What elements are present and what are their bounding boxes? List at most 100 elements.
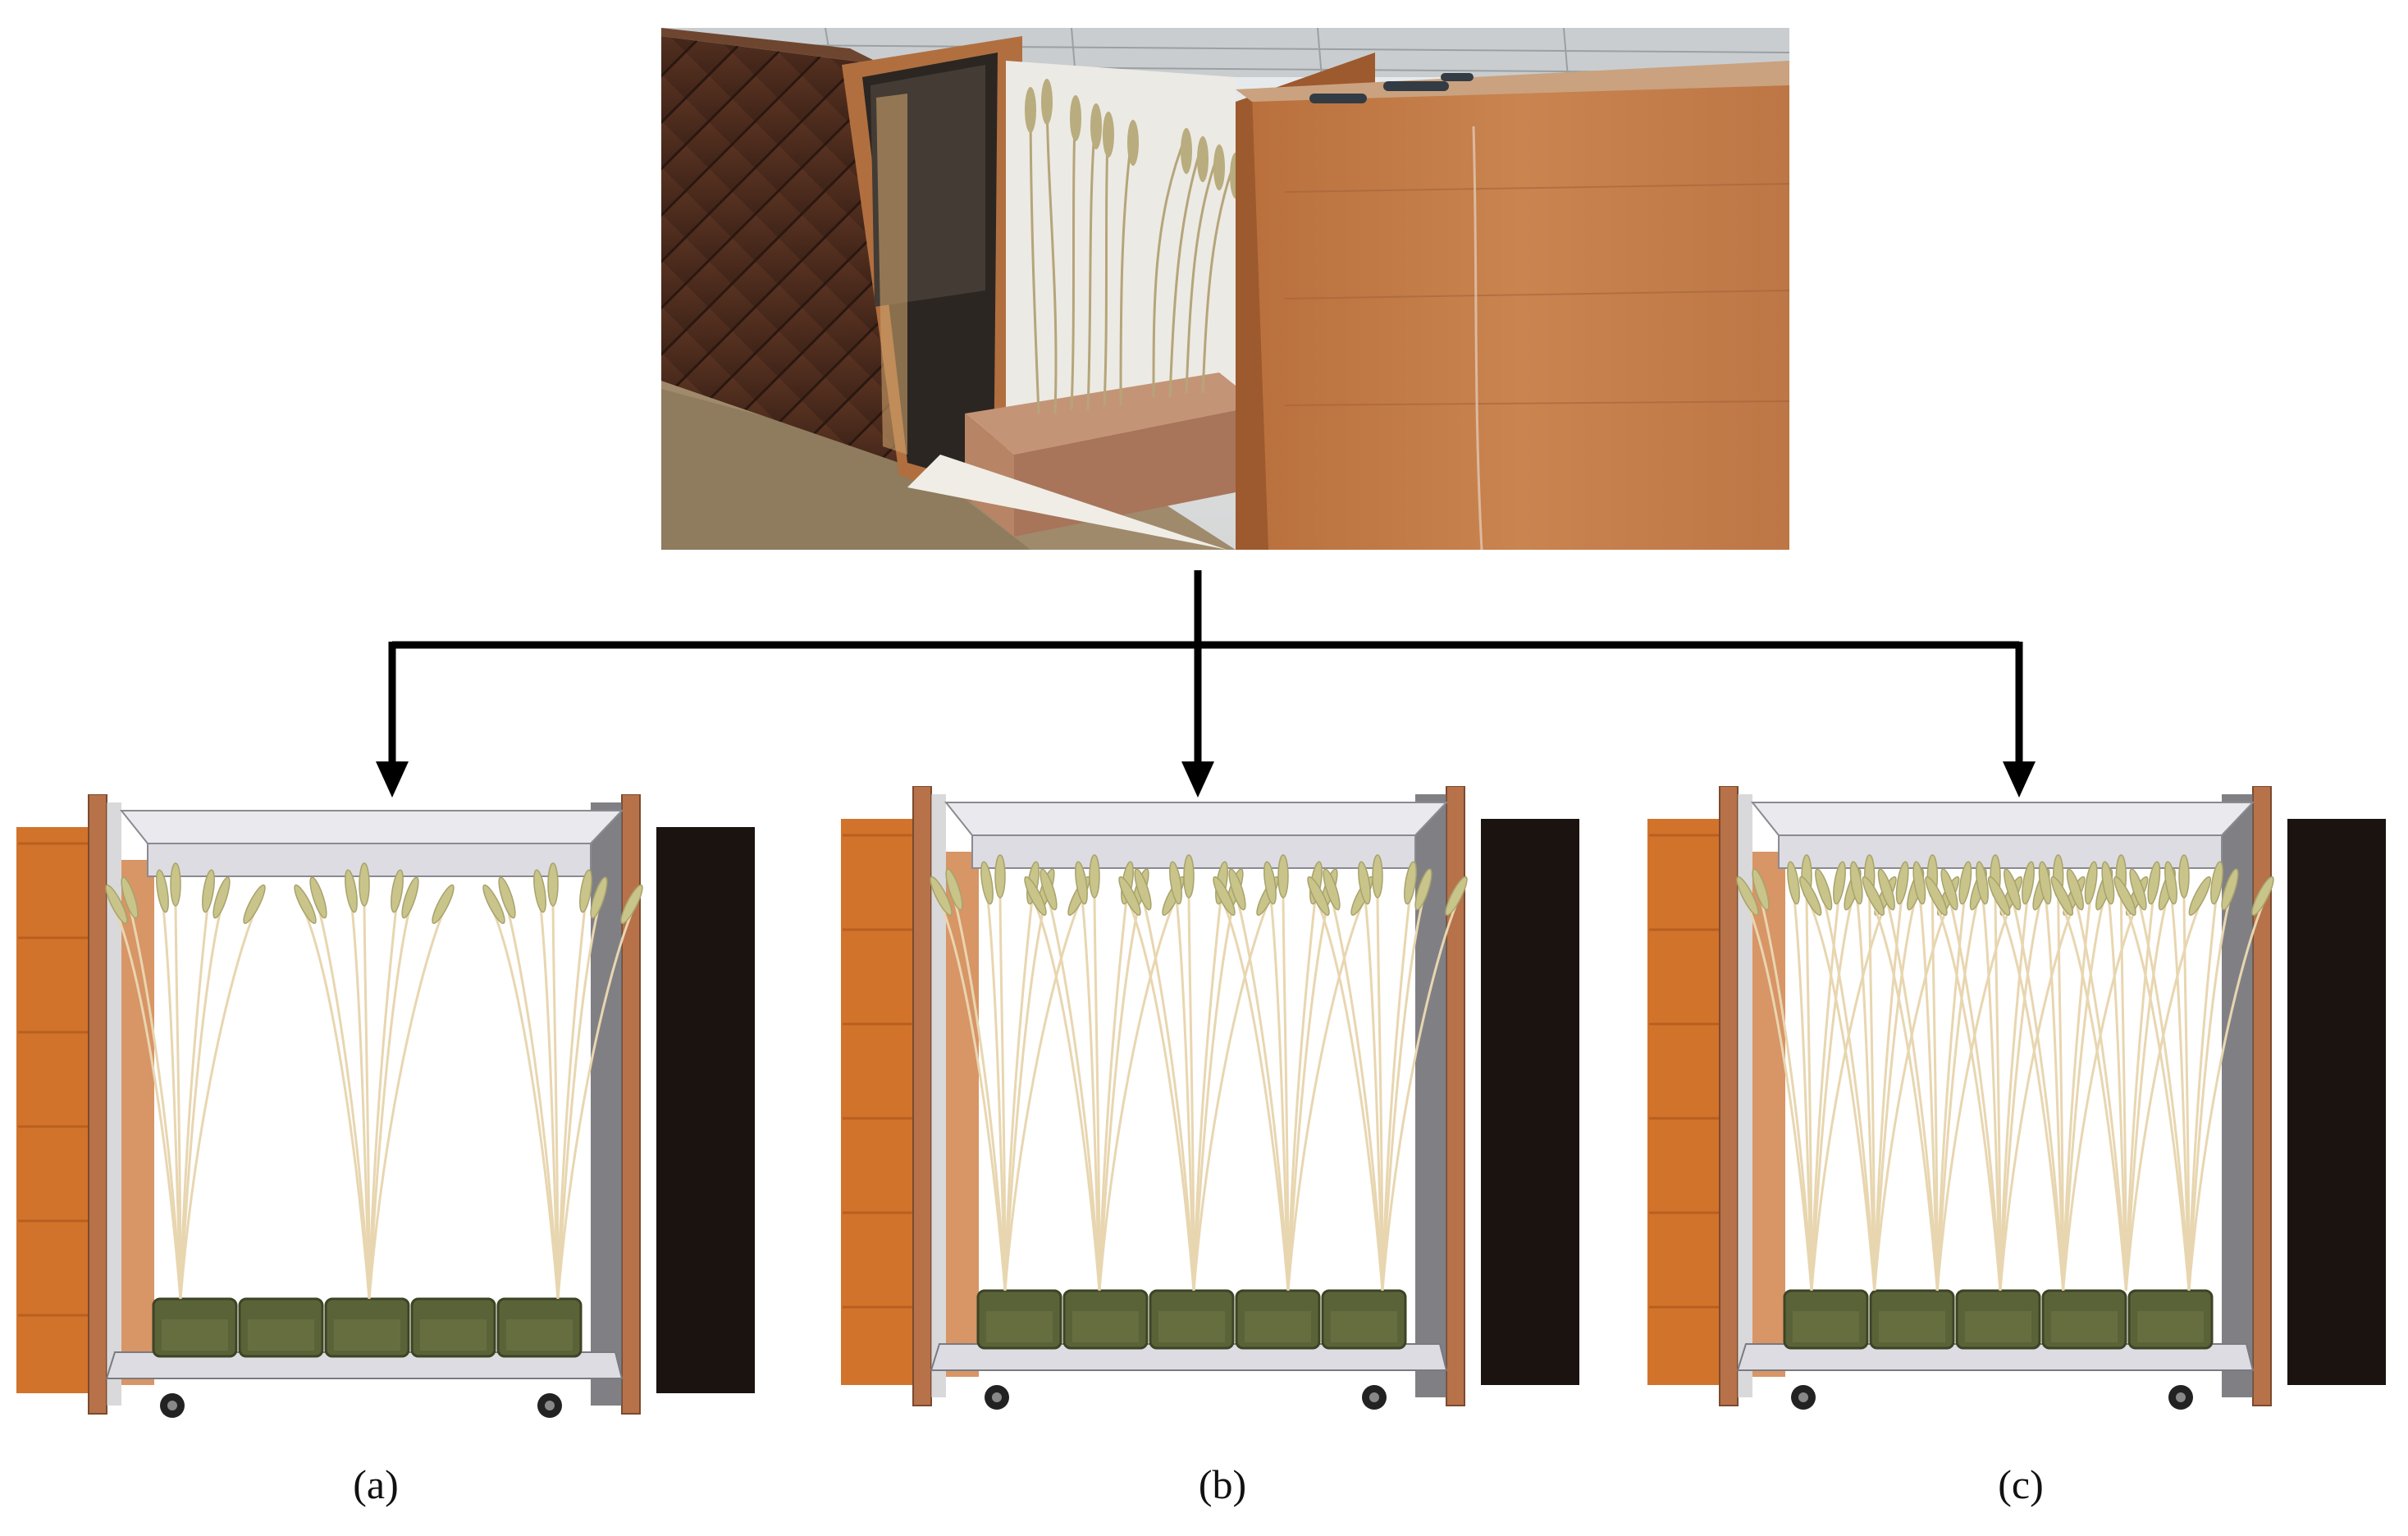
wheat-stem bbox=[2057, 884, 2065, 1291]
soil-block-face bbox=[986, 1311, 1053, 1342]
soil-block-face bbox=[1245, 1311, 1311, 1342]
wheat-stem bbox=[1098, 890, 1129, 1291]
wheat-stem bbox=[1805, 884, 1813, 1291]
wheat-stem bbox=[1746, 903, 1813, 1291]
wheat-spike bbox=[2022, 861, 2035, 905]
right-dark-panel bbox=[656, 827, 755, 1393]
wheat-spike bbox=[401, 876, 419, 919]
wheat-spike bbox=[620, 884, 643, 925]
wheat-stem bbox=[2187, 890, 2218, 1291]
wheat-stem bbox=[1282, 884, 1290, 1291]
wheat-stem bbox=[2187, 897, 2232, 1291]
wheat-spike bbox=[1798, 875, 1822, 917]
wheat-spike bbox=[1736, 875, 1759, 917]
wheat-spike bbox=[1414, 868, 1432, 911]
wheat-stem bbox=[1317, 903, 1384, 1291]
soil-block-face bbox=[1965, 1311, 2031, 1342]
wheat-spike bbox=[1925, 875, 1948, 917]
wheat-stem bbox=[1047, 897, 1101, 1291]
soil-block-face bbox=[420, 1319, 487, 1351]
wheat-spike bbox=[1089, 854, 1100, 898]
wheat-stem bbox=[1192, 897, 1236, 1291]
wheat-stem bbox=[1187, 884, 1195, 1291]
wheat-spike bbox=[1787, 861, 1800, 905]
wheat-spike bbox=[2129, 868, 2147, 911]
wheat-spike bbox=[547, 862, 559, 907]
wheat-spike bbox=[2050, 875, 2074, 917]
wheat-stem bbox=[1098, 903, 1175, 1291]
chamber-render-a bbox=[16, 794, 755, 1418]
wheat-stem bbox=[2062, 897, 2106, 1291]
wheat-spike bbox=[1358, 861, 1371, 905]
wheat-spike bbox=[1134, 868, 1152, 911]
top-glass bbox=[944, 802, 1449, 836]
wheat-spike bbox=[1752, 868, 1770, 911]
right-dark-panel bbox=[2287, 819, 2386, 1385]
wheat-spike bbox=[1169, 861, 1182, 905]
wheat-stem bbox=[350, 898, 371, 1300]
left-wood-board bbox=[16, 827, 90, 1393]
chamber-render-b bbox=[841, 786, 1579, 1410]
wheat-stem bbox=[1948, 897, 2002, 1291]
wheat-stem bbox=[1286, 903, 1364, 1291]
wheat-spike bbox=[1213, 875, 1236, 917]
wheat-stem bbox=[2124, 890, 2155, 1291]
wheat-stem bbox=[1855, 890, 1876, 1291]
wheat-stem bbox=[368, 912, 445, 1300]
wheat-stem bbox=[363, 892, 371, 1300]
wheat-spike bbox=[2221, 868, 2239, 911]
wheat-stem bbox=[2187, 903, 2264, 1291]
wheat-stem bbox=[1998, 903, 2065, 1291]
wheat-spike bbox=[309, 876, 327, 919]
wheat-stem bbox=[1141, 897, 1195, 1291]
soil-block-face bbox=[334, 1319, 400, 1351]
wheat-stem bbox=[998, 884, 1007, 1291]
wheel-hub bbox=[1369, 1392, 1379, 1402]
wheat-spike bbox=[1976, 861, 1989, 905]
wheat-stem bbox=[1917, 890, 1939, 1291]
wheat-spike bbox=[1404, 861, 1417, 905]
frame-post-left bbox=[912, 786, 932, 1406]
wheat-stem bbox=[1935, 903, 2013, 1291]
wheat-stem bbox=[1810, 903, 1887, 1291]
wheat-stem bbox=[1286, 897, 1331, 1291]
wheat-spike bbox=[1024, 875, 1047, 917]
soil-block-face bbox=[2137, 1311, 2204, 1342]
wheat-spike bbox=[1040, 868, 1058, 911]
wheat-stem bbox=[1003, 897, 1048, 1291]
wheat-stem bbox=[1003, 890, 1035, 1291]
wheat-spike bbox=[2038, 861, 2052, 905]
wheat-stem bbox=[2062, 890, 2093, 1291]
wheat-stem bbox=[2124, 897, 2168, 1291]
wheat-spike bbox=[2178, 854, 2190, 898]
right-dark-panel bbox=[1481, 819, 1579, 1385]
wheat-stem bbox=[368, 898, 399, 1300]
wheat-stem bbox=[1759, 897, 1813, 1291]
soil-block-face bbox=[1331, 1311, 1397, 1342]
wheat-spike bbox=[2113, 875, 2136, 917]
soil-block-face bbox=[1072, 1311, 1139, 1342]
wheat-stem bbox=[1236, 897, 1290, 1291]
wheat-stem bbox=[1192, 903, 1269, 1291]
wheat-stem bbox=[551, 892, 560, 1300]
wheat-stem bbox=[2169, 890, 2191, 1291]
wheat-spike bbox=[170, 862, 181, 907]
wheat-stem bbox=[939, 903, 1007, 1291]
top-glass-front bbox=[147, 843, 592, 877]
wheat-spike bbox=[202, 869, 215, 913]
wheat-spike bbox=[1958, 861, 1972, 905]
wheat-spike bbox=[2164, 861, 2177, 905]
wheat-stem bbox=[1034, 903, 1101, 1291]
glass-edge-left bbox=[931, 794, 946, 1397]
wheat-stem bbox=[1935, 897, 1980, 1291]
wheat-stem bbox=[1192, 890, 1223, 1291]
wheat-spike bbox=[1833, 861, 1846, 905]
wheat-stem bbox=[1873, 897, 1917, 1291]
chamber-photo bbox=[661, 28, 1789, 550]
soil-block-face bbox=[1793, 1311, 1859, 1342]
wheat-stem bbox=[115, 912, 182, 1300]
wheel-hub bbox=[167, 1401, 177, 1410]
wheat-stem bbox=[2073, 897, 2127, 1291]
wheat-stem bbox=[179, 912, 256, 1300]
wheat-stem bbox=[1003, 903, 1081, 1291]
